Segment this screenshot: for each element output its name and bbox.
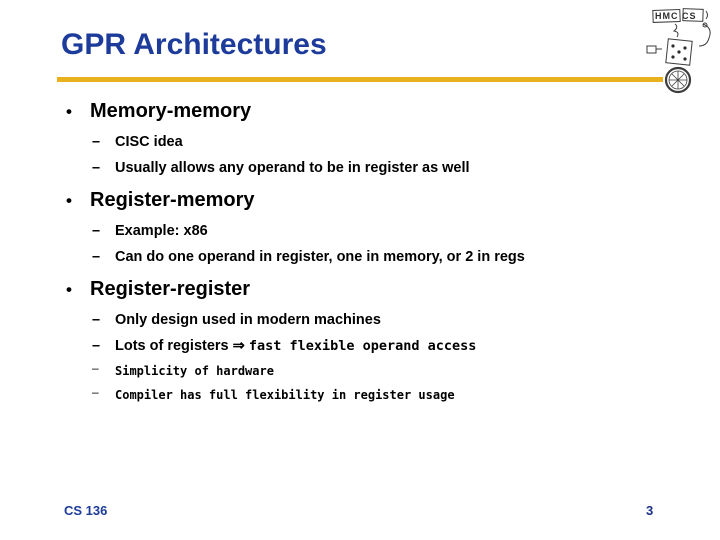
bullet-icon: • bbox=[66, 280, 72, 299]
title-underline-rule bbox=[57, 77, 663, 82]
dash-icon: – bbox=[92, 249, 101, 265]
sub-bullet-item: – Usually allows any operand to be in re… bbox=[92, 160, 683, 176]
page-title: GPR Architectures bbox=[61, 28, 327, 61]
sub-bullet-text-tail: fast flexible operand access bbox=[248, 338, 477, 354]
sub-bullet-item: – Lots of registers ⇒ fast flexible oper… bbox=[92, 338, 683, 354]
sub-bullet-item: – Simplicity of hardware bbox=[92, 361, 683, 378]
sub-bullet-item: – CISC idea bbox=[92, 134, 683, 150]
dash-icon: – bbox=[92, 312, 101, 328]
bullet-icon: • bbox=[66, 191, 72, 210]
logo-text: HMC CS bbox=[655, 11, 697, 21]
unicycle-logo-icon: HMC CS bbox=[646, 8, 711, 94]
bullet-icon: • bbox=[66, 102, 72, 121]
sub-bullet-item: – Compiler has full flexibility in regis… bbox=[92, 385, 683, 402]
sub-bullet-item: – Example: x86 bbox=[92, 223, 683, 239]
dash-icon: – bbox=[92, 361, 99, 375]
sub-bullet-text: Example: x86 bbox=[115, 223, 208, 239]
hmc-cs-logo: HMC CS bbox=[645, 2, 717, 96]
sub-bullet-text: Usually allows any operand to be in regi… bbox=[115, 160, 470, 176]
bullet-label: Memory-memory bbox=[90, 100, 252, 122]
sub-bullet-text: Compiler has full flexibility in registe… bbox=[115, 388, 455, 402]
bullet-list: • Memory-memory – CISC idea – Usually al… bbox=[63, 99, 683, 402]
sub-bullet-text: CISC idea bbox=[115, 134, 183, 150]
sub-bullet-text: Lots of registers ⇒ fast flexible operan… bbox=[115, 338, 476, 354]
bullet-label: Register-register bbox=[90, 278, 251, 300]
bullet-item-register-register: • Register-register bbox=[63, 277, 683, 302]
bullet-item-memory-memory: • Memory-memory bbox=[63, 99, 683, 124]
sub-bullet-item: – Can do one operand in register, one in… bbox=[92, 249, 683, 265]
page-number: 3 bbox=[646, 503, 654, 518]
bullet-item-register-memory: • Register-memory bbox=[63, 188, 683, 213]
footer-course-label: CS 136 bbox=[64, 503, 108, 518]
dash-icon: – bbox=[92, 134, 101, 150]
sub-bullet-text-lead: Lots of registers ⇒ bbox=[115, 338, 249, 354]
dash-icon: – bbox=[92, 160, 101, 176]
bullet-label: Register-memory bbox=[90, 189, 255, 211]
dash-icon: – bbox=[92, 385, 99, 399]
sub-bullet-text: Simplicity of hardware bbox=[115, 364, 274, 378]
dash-icon: – bbox=[92, 223, 101, 239]
sub-bullet-item: – Only design used in modern machines bbox=[92, 312, 683, 328]
sub-bullet-text: Can do one operand in register, one in m… bbox=[115, 249, 525, 265]
dash-icon: – bbox=[92, 338, 101, 354]
sub-bullet-text: Only design used in modern machines bbox=[115, 312, 381, 328]
